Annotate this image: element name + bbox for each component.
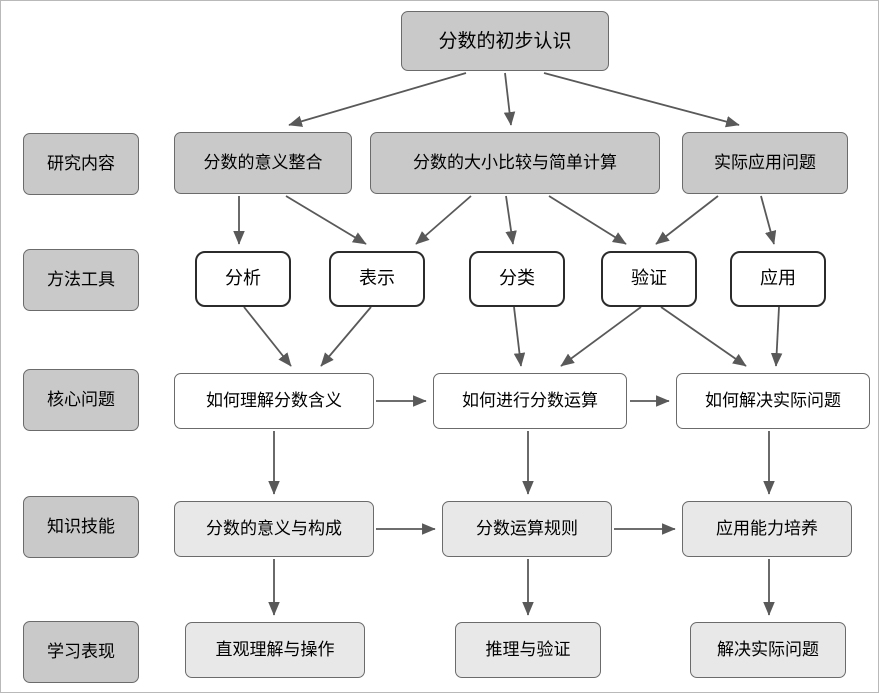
lane-label-text: 学习表现 (47, 641, 115, 662)
lane-label-text: 方法工具 (47, 269, 115, 290)
edge-root-to-compare (503, 72, 516, 126)
method-node-label: 验证 (631, 268, 667, 290)
method-node-application[interactable]: 应用 (730, 251, 826, 307)
edge-root-to-application (543, 72, 740, 128)
edge-meaning-to-represent (285, 195, 367, 245)
edge-apply-to-core3 (770, 306, 783, 367)
edge-application-to-apply (760, 195, 777, 245)
core-node-label: 如何进行分数运算 (462, 390, 598, 411)
method-node-representation[interactable]: 表示 (329, 251, 425, 307)
edge-compare-to-classify (505, 195, 517, 245)
skill-node-label: 分数的意义与构成 (206, 518, 342, 539)
core-node-understand-meaning[interactable]: 如何理解分数含义 (174, 373, 374, 429)
skill-node-operation-rules[interactable]: 分数运算规则 (442, 501, 612, 557)
lane-label-method-tools[interactable]: 方法工具 (23, 249, 139, 311)
performance-node-intuitive-understanding[interactable]: 直观理解与操作 (185, 622, 365, 678)
core-node-label: 如何解决实际问题 (705, 390, 841, 411)
core-node-label: 如何理解分数含义 (206, 390, 342, 411)
skill-node-meaning-structure[interactable]: 分数的意义与构成 (174, 501, 374, 557)
edge-analysis-to-core1 (243, 306, 292, 367)
edge-represent-to-core1 (320, 306, 372, 367)
content-node-label: 实际应用问题 (714, 152, 816, 173)
edge-root-to-meaning (288, 72, 467, 127)
method-node-label: 分析 (225, 268, 261, 290)
lane-label-learning-performance[interactable]: 学习表现 (23, 621, 139, 683)
core-node-perform-operations[interactable]: 如何进行分数运算 (433, 373, 627, 429)
root-node[interactable]: 分数的初步认识 (401, 11, 609, 71)
core-node-solve-practical[interactable]: 如何解决实际问题 (676, 373, 870, 429)
lane-label-research-content[interactable]: 研究内容 (23, 133, 139, 195)
root-node-label: 分数的初步认识 (438, 29, 572, 52)
content-node-practical-application[interactable]: 实际应用问题 (682, 132, 848, 194)
content-node-label: 分数的意义整合 (203, 152, 323, 173)
lane-label-text: 研究内容 (47, 153, 115, 174)
method-node-classification[interactable]: 分类 (469, 251, 565, 307)
edge-classify-to-core2 (513, 306, 526, 367)
performance-node-reasoning-verification[interactable]: 推理与验证 (455, 622, 601, 678)
performance-node-label: 推理与验证 (485, 639, 571, 660)
skill-node-label: 分数运算规则 (476, 518, 578, 539)
skill-node-application-ability[interactable]: 应用能力培养 (682, 501, 852, 557)
content-node-meaning-integration[interactable]: 分数的意义整合 (174, 132, 352, 194)
method-node-label: 表示 (359, 268, 395, 290)
edge-verify-to-core2 (560, 306, 642, 367)
lane-label-text: 知识技能 (47, 516, 115, 537)
content-node-comparison-calculation[interactable]: 分数的大小比较与简单计算 (370, 132, 660, 194)
method-node-label: 应用 (760, 268, 796, 290)
edge-compare-to-verify (548, 195, 627, 245)
lane-label-knowledge-skills[interactable]: 知识技能 (23, 496, 139, 558)
lane-label-core-questions[interactable]: 核心问题 (23, 369, 139, 431)
method-node-analysis[interactable]: 分析 (195, 251, 291, 307)
method-node-label: 分类 (499, 268, 535, 290)
performance-node-solve-practical[interactable]: 解决实际问题 (690, 622, 846, 678)
edge-compare-to-represent (415, 195, 472, 245)
edge-verify-to-core3 (660, 306, 747, 367)
skill-node-label: 应用能力培养 (716, 518, 818, 539)
content-node-label: 分数的大小比较与简单计算 (413, 152, 617, 173)
method-node-verification[interactable]: 验证 (601, 251, 697, 307)
performance-node-label: 直观理解与操作 (215, 639, 335, 660)
edge-application-to-verify (655, 195, 719, 245)
lane-label-text: 核心问题 (47, 389, 115, 410)
performance-node-label: 解决实际问题 (717, 639, 819, 660)
